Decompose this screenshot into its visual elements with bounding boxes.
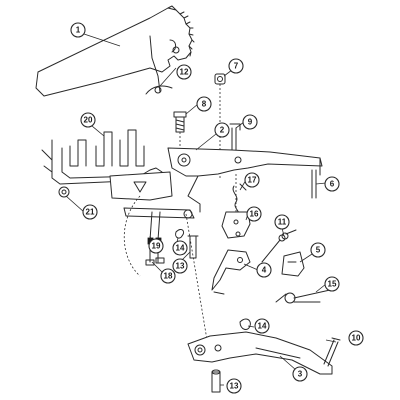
part-10-pin (323, 337, 341, 367)
part-15-spring (275, 289, 331, 304)
callout-label: 9 (248, 118, 253, 127)
callout-16: 16 (246, 206, 262, 222)
part-5-bracket (281, 251, 305, 277)
callout-label: 5 (316, 246, 321, 255)
part-2-main-frame (167, 147, 323, 213)
part-14-clip-upper (175, 229, 185, 239)
callout-label: 13 (230, 382, 239, 391)
part-13-pin-upper (187, 235, 199, 259)
callout-label: 1 (76, 26, 81, 35)
callout-12: 12 (176, 64, 192, 80)
callout-label: 19 (152, 242, 161, 251)
callout-6: 6 (324, 176, 340, 192)
callout-5: 5 (310, 242, 326, 258)
callout-11: 11 (274, 214, 290, 230)
callout-3: 3 (292, 366, 308, 382)
callout-label: 12 (180, 68, 189, 77)
part-12-spring-pin (145, 35, 173, 95)
callout-label: 20 (84, 116, 93, 125)
part-11-torsion-spring (261, 229, 297, 263)
part-3-lower-handle (187, 331, 333, 375)
leader-lines (65, 33, 337, 386)
callout-label: 16 (250, 210, 259, 219)
callout-21: 21 (82, 204, 98, 220)
part-6-rod (311, 169, 317, 199)
part-17-spring (232, 183, 247, 217)
part-13-pin-lower (211, 369, 221, 393)
callout-label: 10 (352, 334, 361, 343)
callout-label: 6 (330, 180, 335, 189)
callout-label: 17 (248, 176, 257, 185)
callout-18: 18 (160, 268, 176, 284)
callout-13-lower: 13 (226, 378, 242, 394)
callout-15: 15 (324, 276, 340, 292)
part-14-clip-lower (239, 318, 251, 330)
part-8-screw (173, 111, 187, 150)
callout-label: 14 (258, 322, 267, 331)
callout-2: 2 (214, 122, 230, 138)
part-4-latch (211, 249, 251, 295)
callout-label: 21 (86, 208, 95, 217)
callout-label: 15 (328, 280, 337, 289)
part-16-plate (221, 211, 251, 239)
callout-14-lower: 14 (254, 318, 270, 334)
callout-label: 7 (234, 62, 239, 71)
callout-label: 8 (202, 100, 207, 109)
callout-1: 1 (70, 22, 86, 38)
central-bracket-plate (109, 171, 195, 219)
callout-10: 10 (348, 330, 364, 346)
part-21-washer (58, 186, 70, 198)
callout-17: 17 (244, 172, 260, 188)
part-9-pin (229, 123, 241, 151)
callout-label: 4 (262, 266, 267, 275)
callout-14-upper: 14 (172, 240, 188, 256)
callout-20: 20 (80, 112, 96, 128)
callout-4: 4 (256, 262, 272, 278)
callout-9: 9 (242, 114, 258, 130)
callout-label: 13 (176, 262, 185, 271)
callout-label: 2 (220, 126, 225, 135)
part-1-upper-handle (35, 5, 195, 97)
callout-label: 18 (164, 272, 173, 281)
callout-7: 7 (228, 58, 244, 74)
callout-13-upper: 13 (172, 258, 188, 274)
callout-19: 19 (148, 238, 164, 254)
callout-label: 11 (278, 218, 287, 227)
part-19-bolts (145, 211, 165, 266)
callout-8: 8 (196, 96, 212, 112)
callout-label: 3 (298, 370, 303, 379)
callout-label: 14 (176, 244, 185, 253)
